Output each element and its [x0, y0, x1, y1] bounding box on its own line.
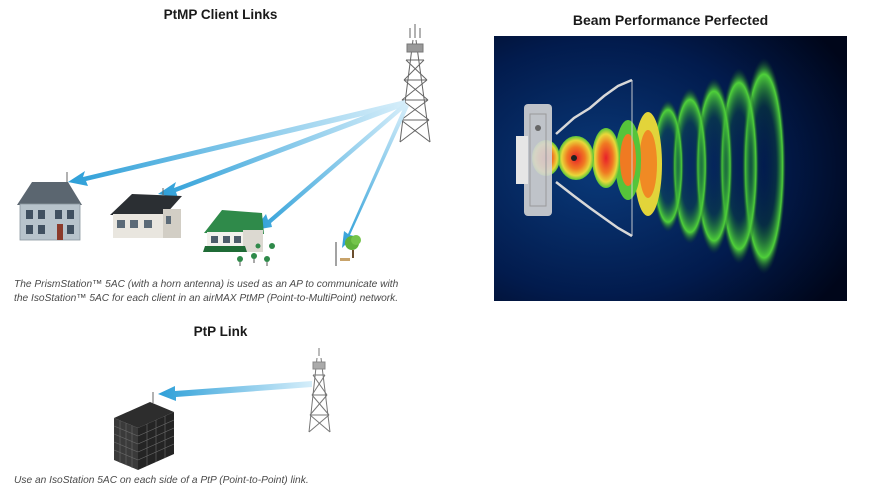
ptp-caption: Use an IsoStation 5AC on each side of a …: [14, 475, 309, 486]
ptmp-title: PtMP Client Links: [163, 7, 278, 22]
horn-antenna-icon: [555, 78, 633, 238]
ptp-tower-icon: [308, 348, 331, 433]
ptp-link-arrow: [158, 381, 312, 401]
house-icon: [17, 172, 82, 241]
link-arrow-2: [158, 100, 405, 198]
beam-heatmap-image: [494, 36, 847, 301]
link-arrow-3: [254, 102, 407, 230]
beam-performance-title: Beam Performance Perfected: [572, 12, 769, 28]
ap-tower-icon: [399, 24, 431, 143]
store-icon: [203, 210, 275, 266]
link-arrow-4: [342, 104, 409, 248]
ptmp-caption-line-2: the IsoStation™ 5AC for each client in a…: [14, 293, 399, 304]
office-building-icon: [113, 392, 175, 470]
beam-wave-rings: [532, 58, 786, 274]
ptmp-caption-line-1: The PrismStation™ 5AC (with a horn anten…: [14, 279, 399, 290]
isostation-device-icon: [516, 104, 577, 216]
park-icon: [335, 235, 361, 266]
ptmp-caption: The PrismStation™ 5AC (with a horn anten…: [14, 278, 444, 306]
dark-roof-house-icon: [110, 188, 182, 238]
network-diagram: [17, 24, 431, 470]
link-arrow-1: [68, 100, 405, 186]
ptp-title: PtP Link: [193, 324, 248, 339]
ptmp-link-arrows: [68, 100, 409, 248]
